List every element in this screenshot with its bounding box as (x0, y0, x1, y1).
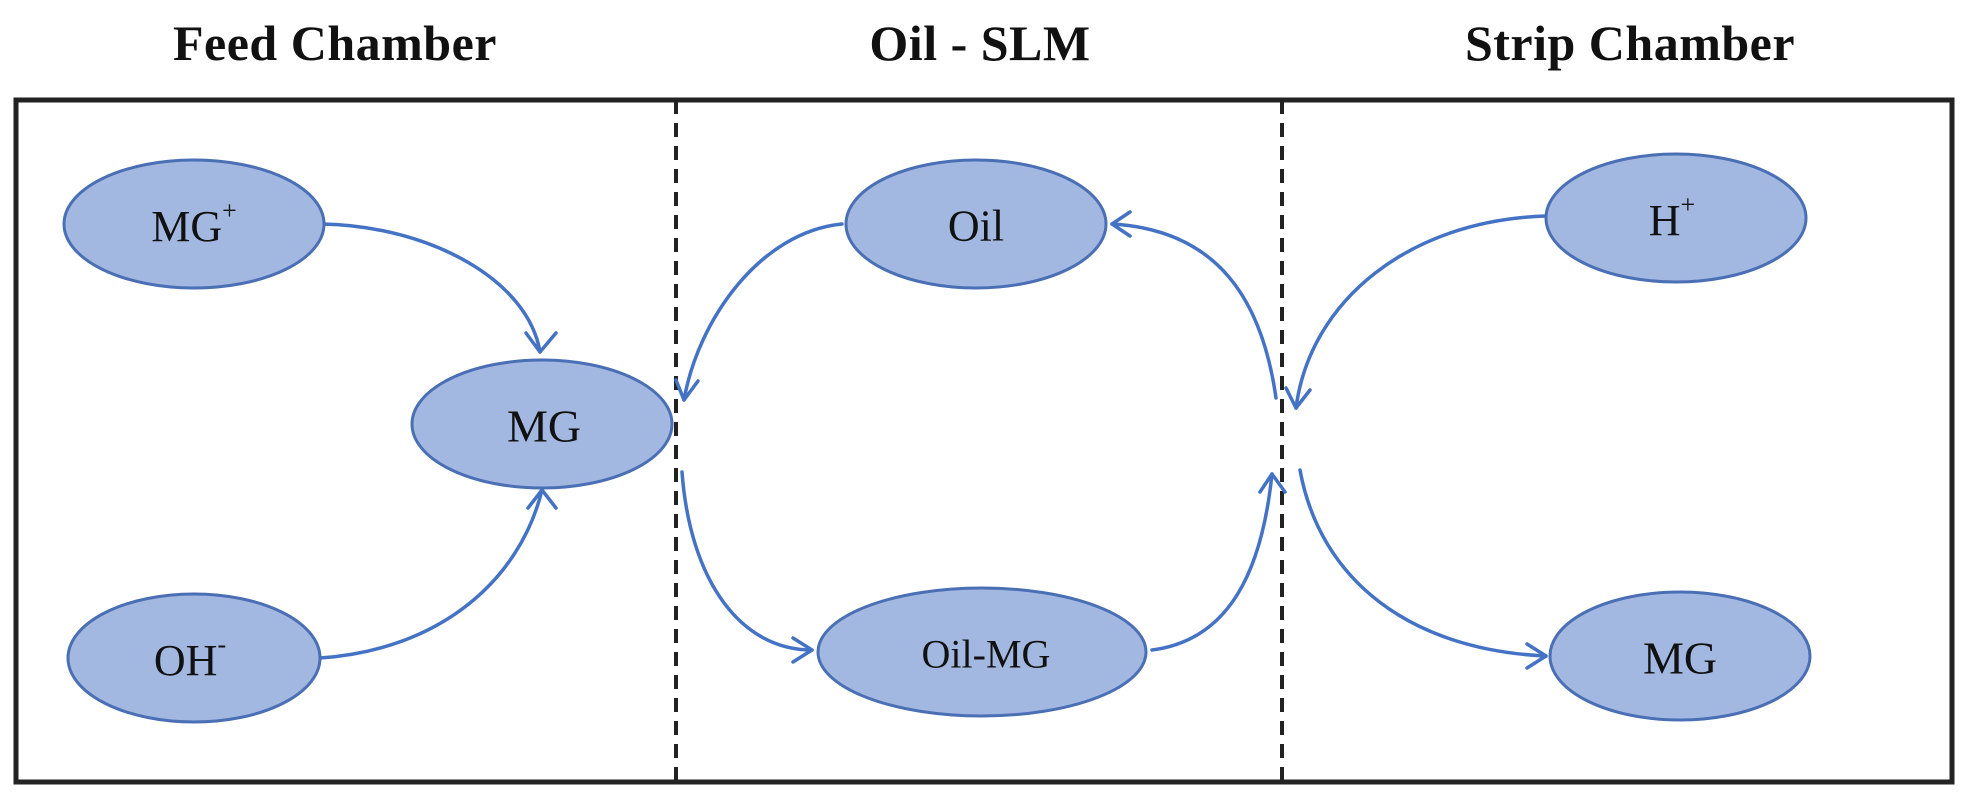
label-mg-plus: MG+ (151, 196, 237, 251)
arrow-mgplus-to-mg-head (524, 331, 558, 354)
label-oil: Oil (948, 202, 1004, 251)
node-oh-minus (66, 592, 322, 724)
node-mg-plus (62, 158, 326, 290)
label-mg-strip: MG (1643, 633, 1717, 684)
arrow-mgplus-to-mg (320, 222, 542, 354)
arrow-oilmg-to-interface-head (1258, 472, 1287, 494)
node-mg-feed (410, 358, 674, 490)
strip-chamber-title: Strip Chamber (1464, 15, 1796, 71)
arrow-interface-to-oilmg (680, 470, 814, 652)
label-h-plus: H+ (1649, 190, 1695, 245)
arrow-hplus-to-interface-head (1284, 386, 1312, 410)
arrow-hplus-to-interface (1294, 214, 1548, 410)
outer-frame (13, 97, 1955, 785)
arrow-oil-to-interface-head (674, 378, 700, 402)
arrow-interface-to-oil-head (1110, 210, 1132, 238)
arrow-oilmg-to-interface (1150, 472, 1274, 652)
node-mg-strip (1548, 590, 1812, 722)
label-oil-mg: Oil-MG (922, 632, 1051, 677)
label-mg-feed: MG (507, 401, 581, 452)
node-oil (844, 158, 1108, 290)
oil-slm-title: Oil - SLM (869, 15, 1091, 71)
arrow-interface-to-oil (1110, 222, 1278, 400)
arrow-oil-to-interface (682, 222, 844, 402)
arrow-oh-to-mg (318, 488, 544, 660)
feed-chamber-title: Feed Chamber (173, 15, 497, 71)
arrow-oh-to-mg-head (526, 488, 558, 510)
arrow-interface-to-mg-head (1525, 642, 1548, 670)
arrow-interface-to-mg (1298, 468, 1548, 658)
label-oh-minus: OH- (154, 630, 226, 685)
arrow-interface-to-oilmg-head (791, 636, 814, 664)
node-oil-mg (816, 586, 1148, 718)
node-h-plus (1544, 152, 1808, 284)
